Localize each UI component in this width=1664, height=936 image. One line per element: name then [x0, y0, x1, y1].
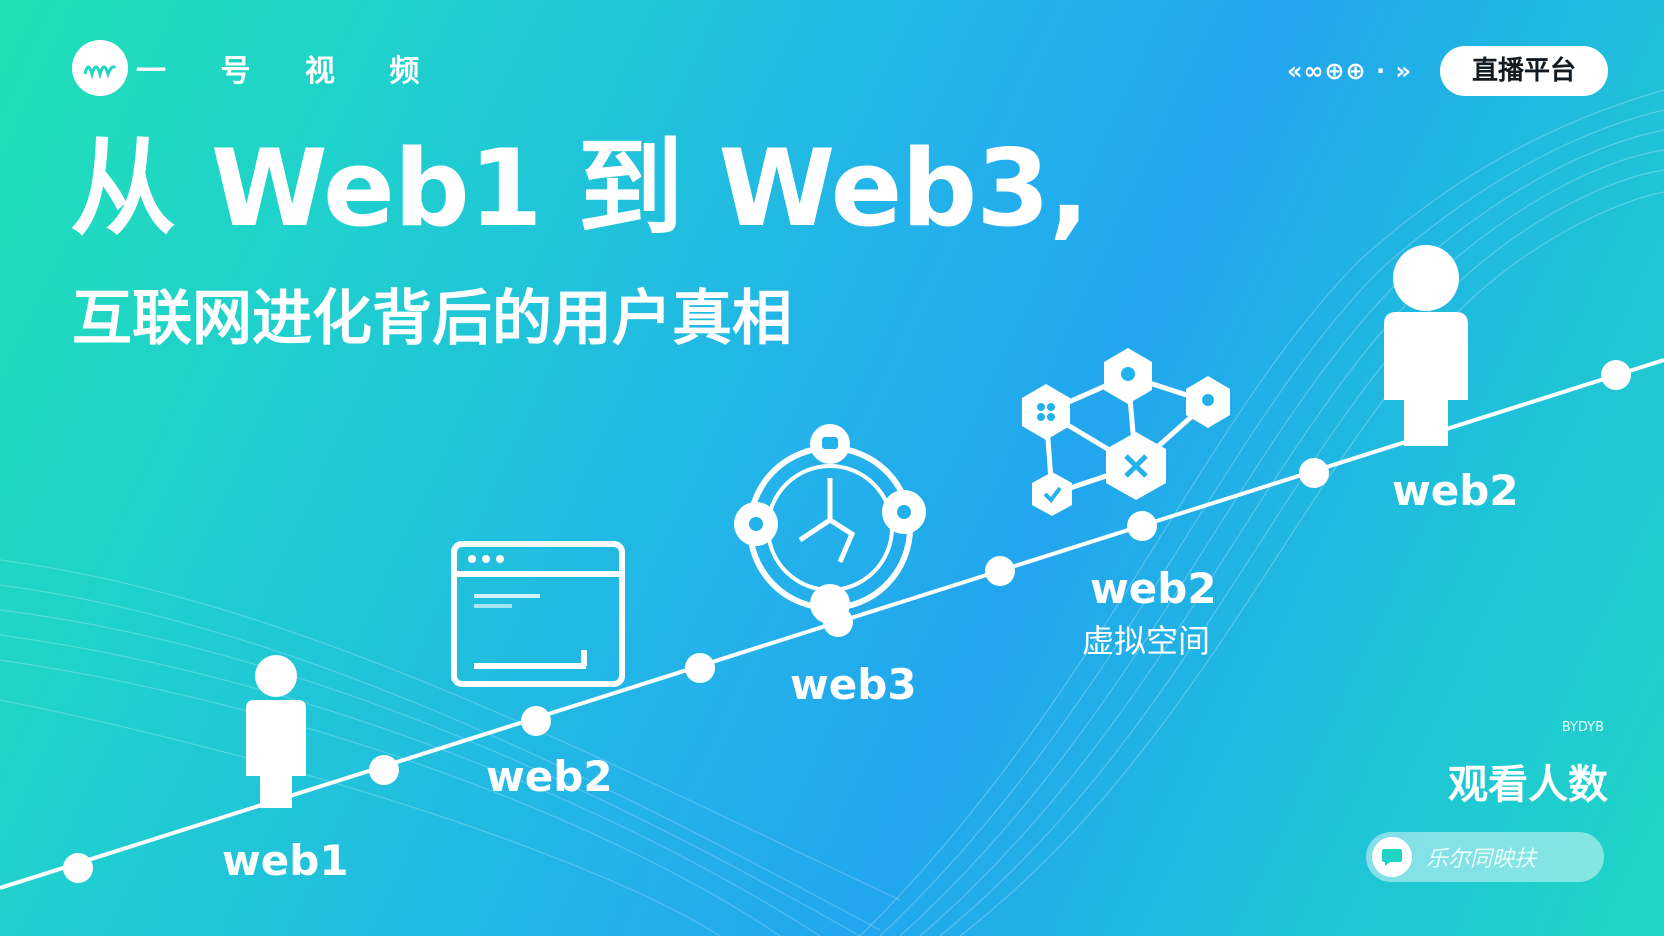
logo[interactable]: 一 号 视 频 [72, 40, 441, 96]
live-platform-button[interactable]: 直播平台 [1439, 46, 1608, 96]
decentralized-network-icon [1022, 348, 1230, 516]
pill-text: 乐尔同映扶 [1426, 847, 1537, 872]
label-web2-virtual: web2 [1090, 564, 1217, 613]
chat-bubble-icon [1372, 837, 1412, 877]
timeline-node[interactable] [1127, 511, 1157, 541]
hero-subtitle: 互联网进化背后的用户真相 [72, 284, 792, 354]
hero-title: 从 Web1 到 Web3, [70, 127, 1089, 250]
top-decoration: «∞⊕⊕ · » [1286, 57, 1412, 85]
timeline-node[interactable] [1601, 360, 1631, 390]
label-web3-network: web3 [790, 660, 917, 709]
tiny-caption: BYDYB [1561, 720, 1604, 735]
timeline-node[interactable] [685, 653, 715, 683]
timeline-node[interactable] [521, 706, 551, 736]
viewers-label: 观看人数 [1448, 762, 1608, 808]
brand-name: 一 号 视 频 [136, 54, 442, 89]
label-virtual-space: 虚拟空间 [1082, 622, 1211, 660]
timeline-node[interactable] [985, 556, 1015, 586]
person-icon [246, 655, 306, 808]
label-web1: web1 [222, 836, 349, 885]
timeline-node[interactable] [369, 755, 399, 785]
person-icon [1384, 245, 1468, 446]
timeline-node[interactable] [63, 853, 93, 883]
network-hub-icon [734, 424, 926, 624]
label-web2-top: web2 [1392, 466, 1519, 515]
chat-pill[interactable]: 乐尔同映扶 [1366, 832, 1604, 882]
label-web2-browser: web2 [486, 752, 613, 801]
timeline-node[interactable] [1299, 458, 1329, 488]
waveform-logo-icon [72, 40, 128, 96]
top-right-bar: «∞⊕⊕ · » 直播平台 [1287, 46, 1608, 96]
browser-window-icon [451, 541, 625, 687]
